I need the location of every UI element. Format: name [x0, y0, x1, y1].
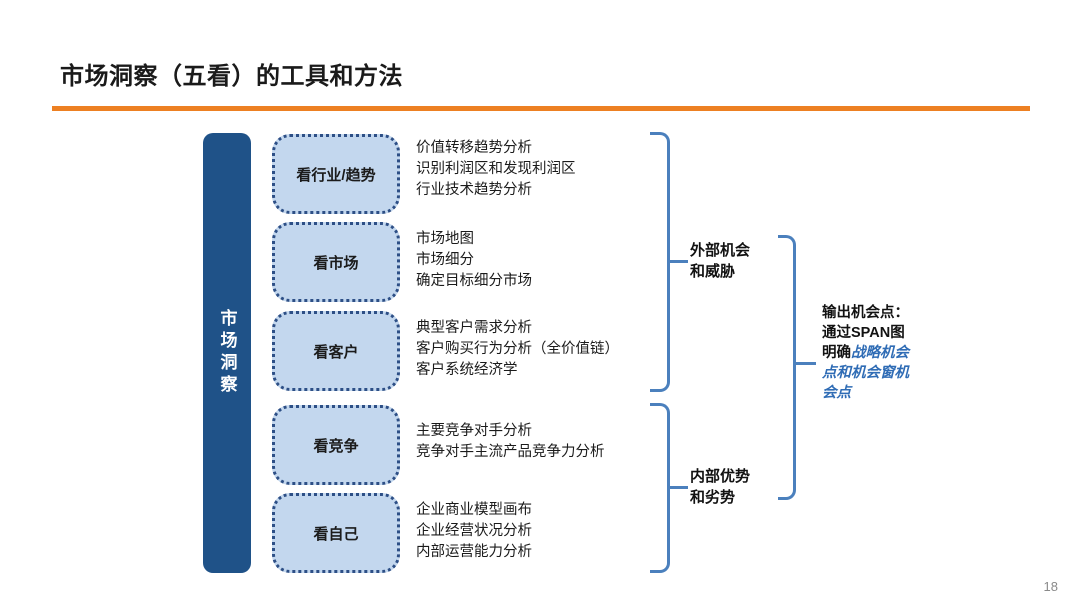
group-label-line: 和劣势 — [690, 489, 736, 506]
output-prefix: 输出机会点：通过SPAN图明确 — [822, 305, 909, 361]
page-title: 市场洞察（五看）的工具和方法 — [60, 63, 403, 90]
bracket-internal-tick — [668, 486, 688, 489]
desc-line: 典型客户需求分析 — [416, 320, 532, 336]
desc-line: 竞争对手主流产品竞争力分析 — [416, 444, 605, 460]
desc-see-competition: 主要竞争对手分析 竞争对手主流产品竞争力分析 — [416, 421, 605, 463]
bracket-external-tick — [668, 260, 688, 263]
group-label-external: 外部机会 和威胁 — [690, 240, 750, 282]
desc-line: 内部运营能力分析 — [416, 544, 532, 560]
pill-see-competition[interactable]: 看竞争 — [272, 405, 400, 485]
desc-line: 识别利润区和发现利润区 — [416, 161, 576, 177]
desc-line: 行业技术趋势分析 — [416, 182, 532, 198]
desc-line: 主要竞争对手分析 — [416, 423, 532, 439]
desc-see-industry-trend: 价值转移趋势分析 识别利润区和发现利润区 行业技术趋势分析 — [416, 138, 576, 201]
desc-line: 价值转移趋势分析 — [416, 140, 532, 156]
page-number: 18 — [1043, 579, 1058, 594]
bracket-external — [650, 132, 670, 392]
desc-line: 客户购买行为分析（全价值链） — [416, 341, 619, 357]
desc-line: 客户系统经济学 — [416, 362, 518, 378]
group-label-line: 外部机会 — [690, 242, 751, 259]
desc-line: 市场细分 — [416, 252, 474, 268]
pill-see-customer[interactable]: 看客户 — [272, 311, 400, 391]
group-label-line: 内部优势 — [690, 468, 751, 485]
desc-see-self: 企业商业模型画布 企业经营状况分析 内部运营能力分析 — [416, 500, 532, 563]
desc-line: 企业经营状况分析 — [416, 523, 532, 539]
bracket-output-tick — [794, 362, 816, 365]
pill-see-self[interactable]: 看自己 — [272, 493, 400, 573]
output-opportunity-text: 输出机会点：通过SPAN图明确战略机会点和机会窗机会点 — [822, 303, 918, 403]
desc-line: 市场地图 — [416, 231, 474, 247]
pill-see-market[interactable]: 看市场 — [272, 222, 400, 302]
group-label-internal: 内部优势 和劣势 — [690, 466, 750, 508]
desc-line: 确定目标细分市场 — [416, 273, 532, 289]
group-label-line: 和威胁 — [690, 263, 736, 280]
market-insight-spine: 市场洞察 — [203, 133, 251, 573]
title-underline-rule — [52, 106, 1030, 111]
pill-see-industry-trend[interactable]: 看行业/趋势 — [272, 134, 400, 214]
desc-see-market: 市场地图 市场细分 确定目标细分市场 — [416, 229, 532, 292]
desc-line: 企业商业模型画布 — [416, 502, 532, 518]
spine-label: 市场洞察 — [217, 309, 237, 397]
bracket-internal — [650, 403, 670, 573]
output-emphasis: 战略机会点和机会窗机会点 — [822, 345, 909, 401]
desc-see-customer: 典型客户需求分析 客户购买行为分析（全价值链） 客户系统经济学 — [416, 318, 619, 381]
bracket-output — [778, 235, 796, 500]
